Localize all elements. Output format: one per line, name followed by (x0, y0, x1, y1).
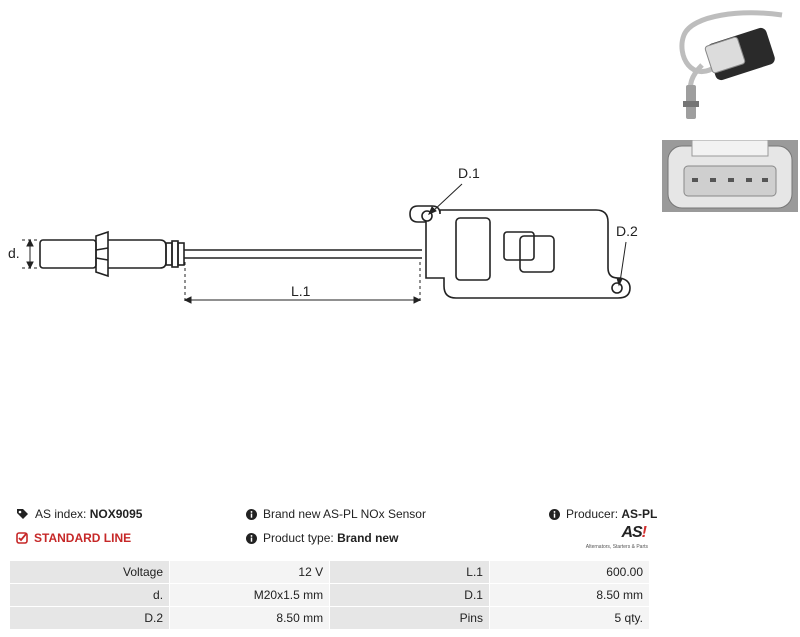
connector-socket (503, 231, 535, 261)
spec-value: 600.00 (488, 560, 651, 584)
spec-key: Voltage (8, 560, 171, 584)
as-index: AS index: NOX9095 (16, 507, 142, 521)
connector-block (455, 217, 491, 281)
table-row: Voltage 12 V L.1 600.00 (8, 560, 651, 584)
table-row: d. M20x1.5 mm D.1 8.50 mm (8, 583, 651, 607)
control-unit (409, 205, 631, 299)
spec-key: L.1 (329, 560, 490, 584)
table-row: D.2 8.50 mm Pins 5 qty. (8, 606, 651, 630)
mount-hole-d1 (421, 210, 433, 222)
logo-mark-text: AS (621, 524, 642, 541)
spec-value: M20x1.5 mm (169, 583, 331, 607)
spec-value: 8.50 mm (169, 606, 331, 630)
connector-photo (662, 140, 798, 212)
technical-drawing: d. L.1 D.1 D.2 (8, 165, 638, 304)
probe-tip (39, 239, 97, 269)
product-photo (662, 5, 798, 135)
checkbox-icon (16, 532, 28, 544)
dim-l1-label: L.1 (291, 283, 311, 299)
dim-d2-label: D.2 (616, 223, 638, 239)
sensor-body (108, 239, 167, 269)
logo-mark-accent: ! (641, 524, 647, 541)
spec-key: d. (8, 583, 171, 607)
product-type: Product type: Brand new (246, 531, 398, 545)
producer-value: AS-PL (621, 507, 658, 521)
producer-label: Producer: (566, 507, 619, 521)
standard-line: STANDARD LINE (16, 531, 131, 545)
logo-subtitle: Alternators, Starters & Parts (585, 544, 648, 550)
as-index-value: NOX9095 (89, 507, 143, 521)
product-type-label: Product type: (263, 531, 334, 545)
dim-d1-label: D.1 (458, 165, 480, 181)
logo-mark: AS! (621, 524, 647, 542)
spec-value: 5 qty. (488, 606, 651, 630)
product-type-value: Brand new (337, 531, 399, 545)
dim-d-label: d. (8, 245, 20, 261)
spec-key: D.1 (329, 583, 490, 607)
info-icon (246, 509, 257, 520)
as-pl-logo: AS! Alternators, Starters & Parts (582, 524, 652, 552)
description: Brand new AS-PL NOx Sensor (246, 507, 426, 521)
spec-value: 12 V (169, 560, 331, 584)
producer: Producer: AS-PL (549, 507, 657, 521)
specs-table: Voltage 12 V L.1 600.00 d. M20x1.5 mm D.… (8, 560, 651, 630)
as-index-label: AS index: (35, 507, 87, 521)
spec-key: Pins (329, 606, 490, 630)
spec-value: 8.50 mm (488, 583, 651, 607)
hex-nut (95, 230, 109, 278)
info-icon (246, 533, 257, 544)
spec-key: D.2 (8, 606, 171, 630)
info-icon (549, 509, 560, 520)
tag-icon (17, 509, 28, 519)
description-text: Brand new AS-PL NOx Sensor (263, 507, 426, 521)
standard-line-label: STANDARD LINE (34, 531, 132, 545)
mount-hole-d2 (611, 282, 623, 294)
